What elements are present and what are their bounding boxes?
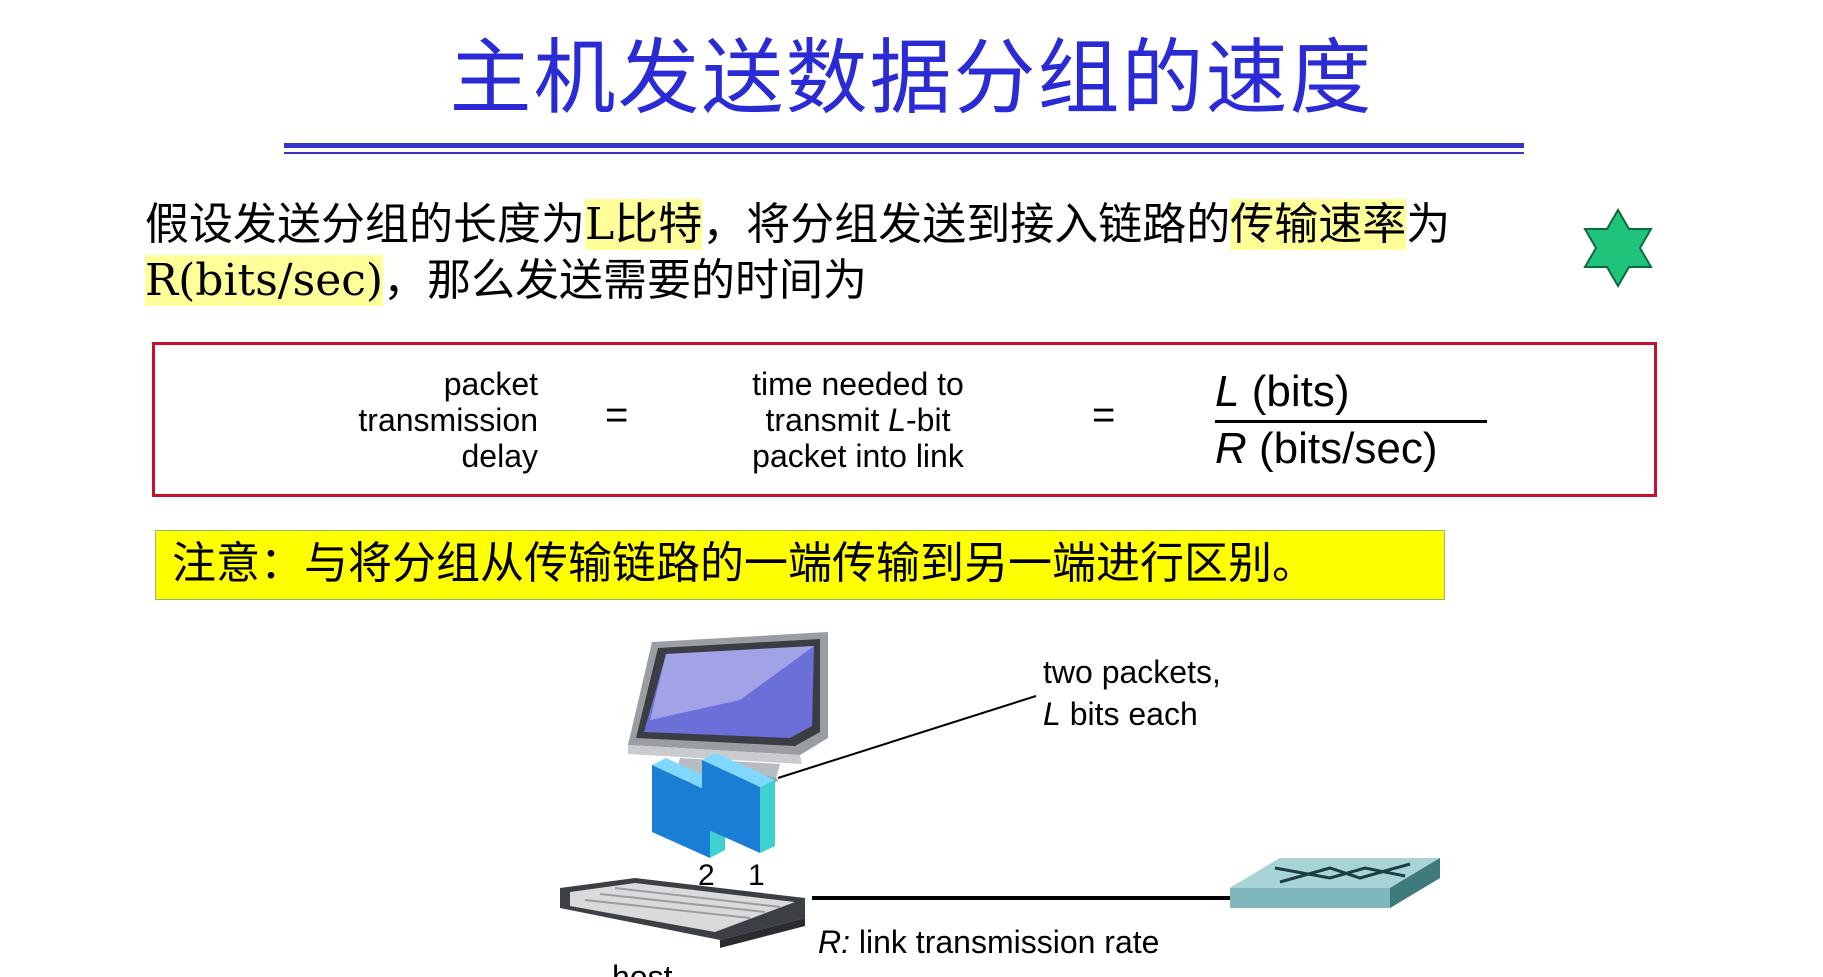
intro-highlight-r: R(bits/sec)	[145, 255, 384, 306]
leader-line	[777, 695, 1037, 779]
intro-text: ，将分组发送到接入链路的	[702, 199, 1231, 250]
formula-left-term: packet transmission delay	[288, 366, 538, 474]
note-box	[155, 530, 1445, 600]
packet-icon	[702, 753, 775, 853]
fraction-numerator: L (bits)	[1215, 367, 1349, 417]
formula-left-line: delay	[461, 438, 539, 474]
formula-left-line: packet	[443, 366, 538, 402]
fraction-bar	[1215, 420, 1487, 423]
formula-middle-line: transmit L-bit	[698, 402, 1018, 438]
note-text: 注意：与将分组从传输链路的一端传输到另一端进行区别。	[172, 538, 1316, 589]
packets-label-rest: bits each	[1060, 696, 1198, 732]
monitor-icon	[628, 632, 828, 786]
title-underline-thin	[284, 152, 1524, 154]
formula-middle-text: transmit	[765, 402, 889, 438]
router-icon	[1230, 858, 1440, 908]
keyboard-icon	[560, 878, 805, 948]
formula-left-line: transmission	[358, 402, 538, 438]
packet-number-1: 1	[748, 859, 765, 892]
six-point-star-icon	[1583, 208, 1653, 288]
formula-box	[152, 342, 1657, 497]
formula-middle-text: -bit	[906, 402, 951, 438]
packets-label: L bits each	[1043, 694, 1198, 734]
formula-var-l: L	[888, 402, 907, 438]
formula-middle-line: packet into link	[752, 438, 964, 474]
intro-text: 为	[1406, 199, 1451, 250]
denominator-var: R	[1215, 424, 1247, 473]
formula-middle-term: time needed to transmit L-bit packet int…	[698, 366, 1018, 474]
rate-var: R:	[818, 924, 850, 960]
intro-highlight-length: L比特	[585, 199, 703, 250]
intro-text: ，那么发送需要的时间为	[383, 255, 868, 306]
link-rate-label: R: link transmission rate	[818, 922, 1159, 962]
packet-number-2: 2	[698, 859, 715, 892]
numerator-var: L	[1215, 367, 1240, 416]
intro-highlight-rate: 传输速率	[1230, 199, 1407, 250]
fraction-denominator: R (bits/sec)	[1215, 424, 1437, 474]
intro-line-1: 假设发送分组的长度为L比特，将分组发送到接入链路的传输速率为	[145, 197, 1450, 253]
formula-middle-line: time needed to	[752, 366, 964, 402]
rate-text: link transmission rate	[850, 924, 1160, 960]
host-label: host	[612, 959, 673, 977]
page-title: 主机发送数据分组的速度	[449, 31, 1374, 126]
intro-text: 假设发送分组的长度为	[145, 199, 585, 250]
packets-label: two packets,	[1043, 654, 1221, 690]
host-link-diagram	[560, 632, 1440, 948]
numerator-unit: (bits)	[1239, 367, 1350, 416]
title-underline	[284, 143, 1524, 148]
equals-sign: =	[1092, 393, 1116, 437]
equals-sign: =	[605, 393, 629, 437]
packets-label-var: L	[1043, 696, 1061, 732]
denominator-unit: (bits/sec)	[1246, 424, 1438, 473]
packet-icon	[652, 758, 725, 858]
intro-line-2: R(bits/sec)，那么发送需要的时间为	[145, 253, 867, 309]
